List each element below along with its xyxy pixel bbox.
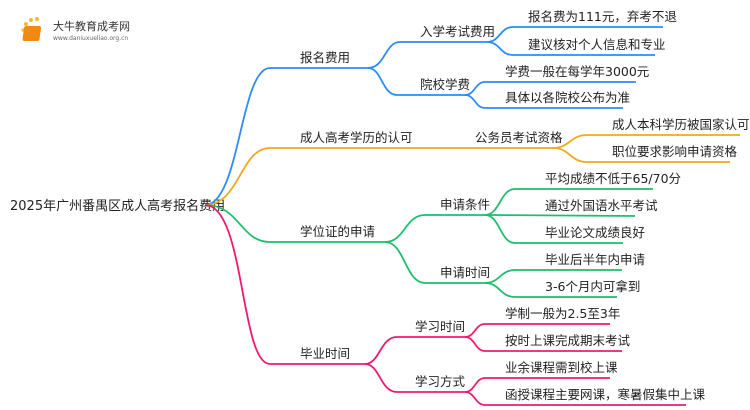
connector-line [552, 147, 730, 163]
node-label: 院校学费 [420, 77, 470, 92]
connector-line [484, 188, 653, 216]
branch-degree: 学位证的申请 申请条件 申请时间 平均成绩不低于65/70分 通过外国语水平考试… [300, 171, 681, 294]
connector-line [464, 391, 686, 406]
leaf-label: 毕业论文成绩良好 [545, 225, 645, 240]
leaf-label: 学费一般在每学年3000元 [505, 64, 649, 79]
connector-line [204, 204, 385, 243]
branch-registration-fee: 报名费用 入学考试费用 院校学费 报名费为111元，弃考不退 建议核对个人信息和… [300, 9, 677, 105]
branch-graduation: 毕业时间 学习时间 学习方式 学制一般为2.5至3年 按时上课完成期末考试 业余… [300, 306, 706, 402]
connector-line [204, 204, 365, 365]
leaf-label: 通过外国语水平考试 [545, 198, 658, 213]
node-label: 公务员考试资格 [475, 130, 563, 145]
leaf-label: 业余课程需到校上课 [505, 360, 618, 375]
connector-line [204, 147, 553, 206]
node-label: 学习方式 [415, 374, 466, 389]
node-label: 申请时间 [440, 265, 490, 280]
connector-line [486, 41, 655, 56]
leaf-label: 按时上课完成期末考试 [505, 333, 631, 348]
book-logo-icon [21, 17, 42, 41]
root-node: 2025年广州番禺区成人高考报名费用 [10, 198, 225, 214]
connector-line [204, 67, 368, 206]
logo: 大牛教育成考网 www.daniuxueliao.org.cn [21, 17, 130, 42]
leaf-label: 报名费为111元，弃考不退 [528, 9, 677, 24]
logo-name: 大牛教育成考网 [53, 19, 130, 33]
leaf-label: 具体以各院校公布为准 [505, 90, 630, 105]
leaf-label: 3-6个月内可拿到 [545, 279, 640, 294]
connector-line [367, 41, 487, 69]
leaf-label: 平均成绩不低于65/70分 [545, 171, 681, 186]
node-label: 申请条件 [440, 197, 490, 212]
leaf-label: 建议核对个人信息和专业 [528, 37, 666, 52]
connector-line [384, 214, 485, 243]
connector-line [484, 282, 617, 298]
connector-line [464, 94, 623, 109]
connector-line [364, 363, 465, 393]
node-label: 成人高考学历的认可 [300, 130, 413, 145]
node-label: 学位证的申请 [300, 224, 375, 239]
logo-url: www.daniuxueliao.org.cn [53, 35, 128, 42]
branch-recognition: 成人高考学历的认可 公务员考试资格 成人本科学历被国家认可 职位要求影响申请资格 [300, 117, 750, 159]
connector-line [464, 336, 622, 352]
node-label: 入学考试费用 [420, 24, 495, 39]
node-label: 报名费用 [300, 50, 350, 65]
leaf-label: 学制一般为2.5至3年 [505, 306, 620, 321]
node-label: 毕业时间 [300, 346, 350, 361]
node-label: 学习时间 [415, 319, 465, 334]
leaf-label: 成人本科学历被国家认可 [612, 117, 750, 132]
leaf-label: 毕业后半年内申请 [545, 252, 645, 267]
connector-line [364, 336, 465, 365]
connector-line [484, 214, 623, 244]
connector-line [486, 26, 663, 43]
connector-line [484, 214, 636, 217]
leaf-label: 函授课程主要网课，寒暑假集中上课 [505, 387, 706, 402]
leaf-label: 职位要求影响申请资格 [612, 144, 738, 159]
connector-line [367, 67, 465, 96]
connector-line [384, 241, 485, 284]
